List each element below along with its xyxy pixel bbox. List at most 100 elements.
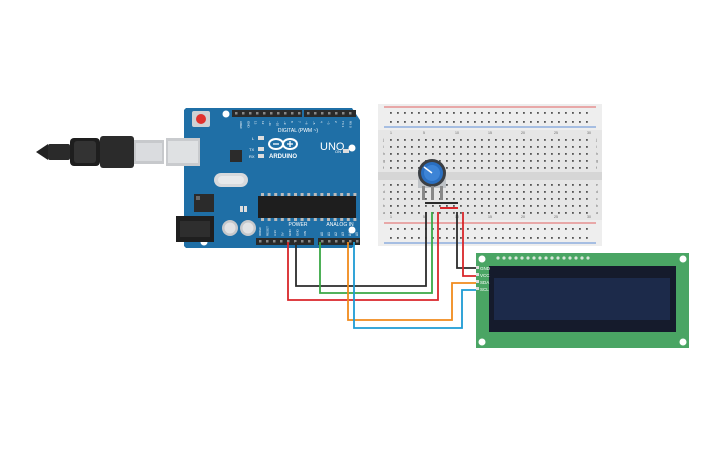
breadboard-hole[interactable] (530, 121, 532, 123)
breadboard-hole[interactable] (516, 198, 518, 200)
pin-hole[interactable] (249, 112, 252, 115)
breadboard-hole[interactable] (495, 167, 497, 169)
wire-gnd-arduino[interactable] (295, 212, 427, 287)
breadboard-hole[interactable] (467, 139, 469, 141)
breadboard-hole[interactable] (544, 121, 546, 123)
breadboard-hole[interactable] (579, 112, 581, 114)
breadboard-hole[interactable] (572, 121, 574, 123)
breadboard-hole[interactable] (439, 121, 441, 123)
breadboard-hole[interactable] (453, 228, 455, 230)
breadboard-hole[interactable] (467, 228, 469, 230)
pin-hole[interactable] (277, 112, 280, 115)
breadboard-hole[interactable] (411, 121, 413, 123)
breadboard-hole[interactable] (460, 160, 462, 162)
breadboard-hole[interactable] (579, 205, 581, 207)
breadboard-hole[interactable] (474, 160, 476, 162)
breadboard-hole[interactable] (460, 121, 462, 123)
breadboard-hole[interactable] (411, 228, 413, 230)
breadboard-hole[interactable] (439, 112, 441, 114)
breadboard-hole[interactable] (404, 205, 406, 207)
breadboard-hole[interactable] (411, 146, 413, 148)
breadboard-hole[interactable] (481, 153, 483, 155)
breadboard-hole[interactable] (502, 139, 504, 141)
pin-hole[interactable] (256, 112, 259, 115)
breadboard-hole[interactable] (523, 167, 525, 169)
breadboard-hole[interactable] (537, 184, 539, 186)
breadboard-hole[interactable] (460, 198, 462, 200)
breadboard-hole[interactable] (418, 212, 420, 214)
breadboard-hole[interactable] (537, 167, 539, 169)
breadboard-hole[interactable] (418, 205, 420, 207)
breadboard-hole[interactable] (418, 198, 420, 200)
breadboard-hole[interactable] (586, 237, 588, 239)
breadboard-hole[interactable] (502, 146, 504, 148)
breadboard-hole[interactable] (439, 160, 441, 162)
breadboard-hole[interactable] (453, 205, 455, 207)
breadboard-hole[interactable] (481, 121, 483, 123)
pin-hole[interactable] (335, 112, 338, 115)
breadboard-hole[interactable] (404, 212, 406, 214)
breadboard-hole[interactable] (460, 153, 462, 155)
breadboard-hole[interactable] (509, 160, 511, 162)
pin-hole[interactable] (298, 112, 301, 115)
pin-hole[interactable] (349, 240, 352, 243)
breadboard-hole[interactable] (474, 112, 476, 114)
breadboard-hole[interactable] (481, 191, 483, 193)
breadboard-hole[interactable] (579, 212, 581, 214)
breadboard-hole[interactable] (551, 167, 553, 169)
breadboard-hole[interactable] (411, 112, 413, 114)
breadboard-hole[interactable] (530, 237, 532, 239)
pin-hole[interactable] (321, 240, 324, 243)
breadboard-hole[interactable] (558, 228, 560, 230)
breadboard-hole[interactable] (404, 191, 406, 193)
breadboard-hole[interactable] (572, 146, 574, 148)
breadboard-hole[interactable] (502, 237, 504, 239)
breadboard-hole[interactable] (488, 146, 490, 148)
breadboard-hole[interactable] (502, 205, 504, 207)
breadboard-hole[interactable] (474, 121, 476, 123)
breadboard-hole[interactable] (558, 160, 560, 162)
pin-hole[interactable] (280, 240, 283, 243)
breadboard-hole[interactable] (425, 153, 427, 155)
breadboard-hole[interactable] (530, 205, 532, 207)
breadboard-hole[interactable] (488, 198, 490, 200)
wire-a0-signal[interactable] (319, 212, 433, 294)
breadboard-hole[interactable] (509, 112, 511, 114)
breadboard-hole[interactable] (509, 121, 511, 123)
pin-hole[interactable] (287, 240, 290, 243)
pin-hole[interactable] (284, 112, 287, 115)
breadboard-hole[interactable] (453, 153, 455, 155)
breadboard-hole[interactable] (397, 237, 399, 239)
breadboard-hole[interactable] (397, 160, 399, 162)
breadboard-hole[interactable] (453, 146, 455, 148)
breadboard-hole[interactable] (474, 153, 476, 155)
breadboard-hole[interactable] (516, 153, 518, 155)
lcd-pin[interactable] (526, 256, 530, 260)
breadboard-hole[interactable] (537, 198, 539, 200)
breadboard-hole[interactable] (516, 212, 518, 214)
breadboard-hole[interactable] (558, 205, 560, 207)
breadboard-hole[interactable] (404, 112, 406, 114)
breadboard-hole[interactable] (509, 191, 511, 193)
breadboard-hole[interactable] (579, 198, 581, 200)
breadboard-hole[interactable] (586, 191, 588, 193)
breadboard-hole[interactable] (502, 212, 504, 214)
pin-hole[interactable] (314, 112, 317, 115)
lcd-pin[interactable] (532, 256, 536, 260)
breadboard-hole[interactable] (460, 191, 462, 193)
breadboard-hole[interactable] (390, 153, 392, 155)
breadboard-hole[interactable] (544, 160, 546, 162)
breadboard-hole[interactable] (418, 139, 420, 141)
wire-sda[interactable] (347, 242, 476, 321)
breadboard-hole[interactable] (460, 112, 462, 114)
breadboard-hole[interactable] (390, 205, 392, 207)
breadboard-hole[interactable] (467, 160, 469, 162)
breadboard-hole[interactable] (418, 160, 420, 162)
breadboard-hole[interactable] (411, 205, 413, 207)
breadboard-hole[interactable] (453, 160, 455, 162)
breadboard-hole[interactable] (446, 198, 448, 200)
potentiometer-icon[interactable] (418, 159, 446, 200)
breadboard-hole[interactable] (411, 184, 413, 186)
